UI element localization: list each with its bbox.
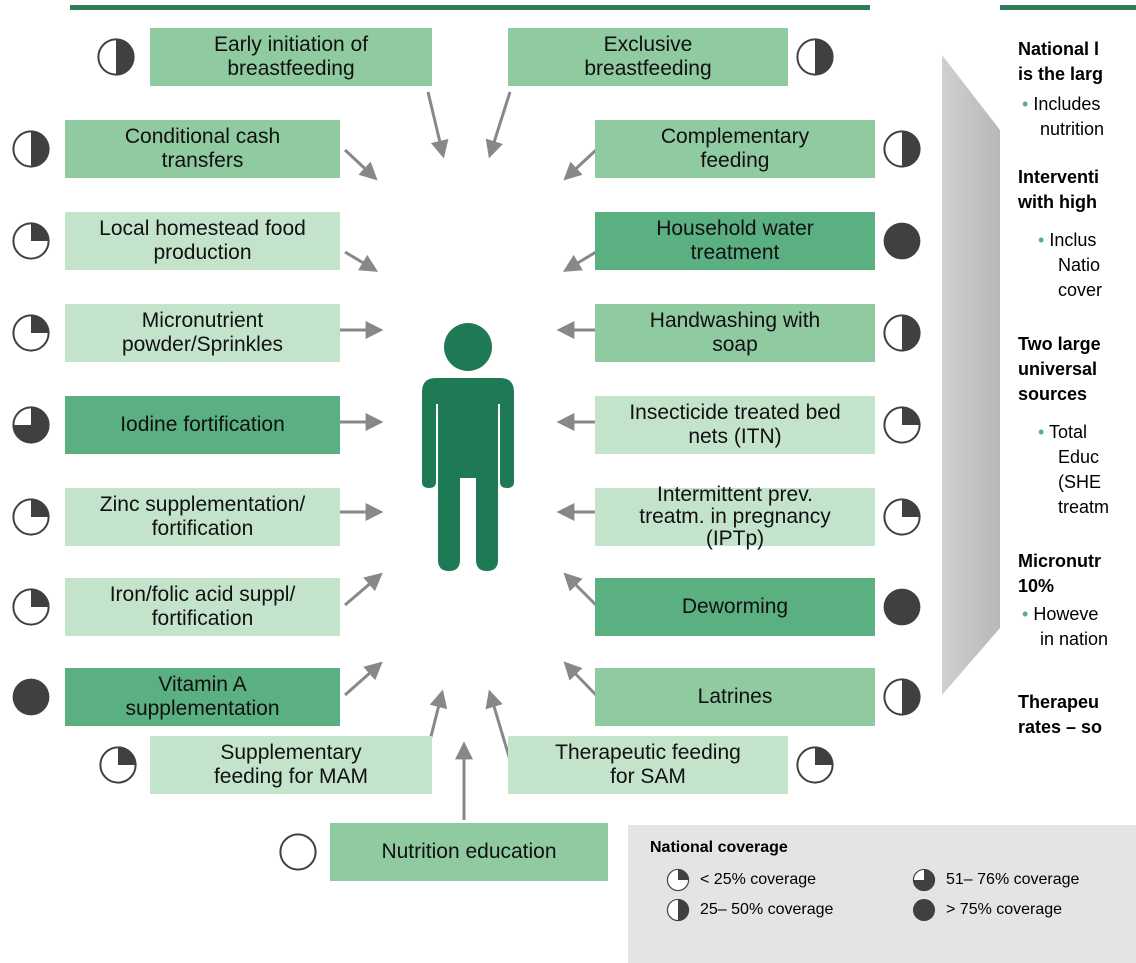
- legend-item-51-76: 51– 76% coverage: [912, 868, 1079, 892]
- panel-bullet-1-cont: nutrition: [1040, 119, 1105, 139]
- coverage-circle-icon: [883, 222, 921, 260]
- legend-item-lt25: < 25% coverage: [666, 868, 816, 892]
- panel-bullet-3-cont3: treatm: [1058, 497, 1110, 517]
- box-latrines: Latrines: [595, 668, 875, 726]
- coverage-circle-icon: [12, 314, 50, 352]
- panel-heading-2: Interventi: [1018, 167, 1100, 187]
- box-conditional-cash-transfers: Conditional cash transfers: [65, 120, 340, 178]
- coverage-circle-icon: [12, 498, 50, 536]
- legend-item-gt75: > 75% coverage: [912, 898, 1062, 922]
- box-deworming: Deworming: [595, 578, 875, 636]
- legend-label: < 25% coverage: [700, 871, 817, 888]
- coverage-circle-icon: [796, 746, 834, 784]
- coverage-circle-icon: [883, 130, 921, 168]
- panel-bullet-2: • Inclus: [1038, 230, 1097, 250]
- panel-bullet-3-cont1: Educ: [1058, 447, 1100, 467]
- panel-heading-4b: 10%: [1018, 576, 1055, 596]
- panel-bullet-4-cont: in nation: [1040, 629, 1109, 649]
- coverage-circle-icon: [97, 38, 135, 76]
- box-early-initiation-breastfeeding: Early initiation of breastfeeding: [150, 28, 432, 86]
- box-micronutrient-powder: Micronutrient powder/Sprinkles: [65, 304, 340, 362]
- legend-title: National coverage: [650, 839, 788, 856]
- coverage-circle-icon: [12, 588, 50, 626]
- top-rule-left: [70, 5, 870, 10]
- box-exclusive-breastfeeding: Exclusive breastfeeding: [508, 28, 788, 86]
- box-vitamin-a-supplementation: Vitamin A supplementation: [65, 668, 340, 726]
- panel-heading-3b: universal: [1018, 359, 1098, 379]
- coverage-circle-icon: [883, 588, 921, 626]
- panel-heading-1: National l: [1018, 39, 1100, 59]
- legend: National coverage < 25% coverage 25– 50%…: [628, 825, 1136, 963]
- box-local-homestead-food-production: Local homestead food production: [65, 212, 340, 270]
- panel-heading-3: Two large: [1018, 334, 1101, 354]
- legend-label: 51– 76% coverage: [946, 871, 1080, 888]
- box-insecticide-treated-bed-nets: Insecticide treated bed nets (ITN): [595, 396, 875, 454]
- panel-bullet-4: • Howeve: [1022, 604, 1099, 624]
- coverage-circle-icon: [883, 678, 921, 716]
- box-intermittent-prev-treatment: Intermittent prev. treatm. in pregnancy …: [595, 484, 875, 550]
- panel-heading-5: Therapeu: [1018, 692, 1100, 712]
- person-icon: [422, 323, 514, 571]
- coverage-circle-icon: [12, 222, 50, 260]
- panel-bullet-1: • Includes: [1022, 94, 1101, 114]
- panel-bullet-3-cont2: (SHE: [1058, 472, 1102, 492]
- coverage-circle-icon: [99, 746, 137, 784]
- coverage-circle-icon: [12, 130, 50, 168]
- coverage-circle-icon: [883, 314, 921, 352]
- coverage-circle-icon: [666, 868, 690, 892]
- legend-label: > 75% coverage: [946, 901, 1063, 918]
- panel-bullet-2-cont2: cover: [1058, 280, 1103, 300]
- panel-bullet-2-cont1: Natio: [1058, 255, 1101, 275]
- panel-heading-1b: is the larg: [1018, 64, 1104, 84]
- box-nutrition-education: Nutrition education: [330, 823, 608, 881]
- top-rule-right: [1000, 5, 1136, 10]
- coverage-circle-icon: [912, 868, 936, 892]
- box-complementary-feeding: Complementary feeding: [595, 120, 875, 178]
- panel-heading-2b: with high: [1018, 192, 1097, 212]
- box-handwashing-with-soap: Handwashing with soap: [595, 304, 875, 362]
- legend-item-25-50: 25– 50% coverage: [666, 898, 833, 922]
- coverage-circle-icon: [883, 498, 921, 536]
- box-therapeutic-feeding-sam: Therapeutic feeding for SAM: [508, 736, 788, 794]
- box-iodine-fortification: Iodine fortification: [65, 396, 340, 454]
- coverage-circle-icon: [12, 678, 50, 716]
- coverage-circle-icon: [666, 898, 690, 922]
- panel-heading-5b: rates – so: [1018, 717, 1103, 737]
- legend-label: 25– 50% coverage: [700, 901, 834, 918]
- coverage-circle-icon: [12, 406, 50, 444]
- box-supplementary-feeding-mam: Supplementary feeding for MAM: [150, 736, 432, 794]
- coverage-circle-icon: [796, 38, 834, 76]
- box-zinc-supplementation: Zinc supplementation/ fortification: [65, 488, 340, 546]
- panel-bullet-3: • Total: [1038, 422, 1088, 442]
- panel-heading-3c: sources: [1018, 384, 1088, 404]
- coverage-circle-icon: [279, 833, 317, 871]
- coverage-circle-icon: [883, 406, 921, 444]
- box-iron-folic-acid: Iron/folic acid suppl/ fortification: [65, 578, 340, 636]
- coverage-circle-icon: [912, 898, 936, 922]
- box-household-water-treatment: Household water treatment: [595, 212, 875, 270]
- panel-heading-4: Micronutr: [1018, 551, 1101, 571]
